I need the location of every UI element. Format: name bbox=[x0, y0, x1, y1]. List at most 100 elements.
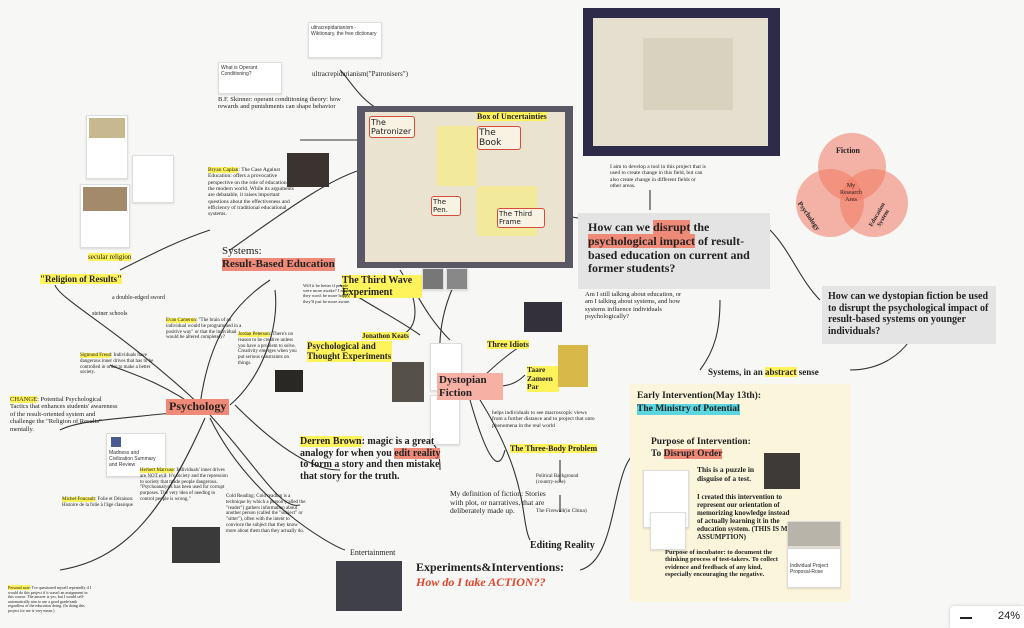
foucault-name: Michel Foucault bbox=[62, 497, 95, 502]
evan-text: : "The brain of an individual would be p… bbox=[166, 318, 242, 341]
notes-box-photo[interactable] bbox=[583, 8, 780, 156]
double-edged-sword-label: a double-edged sword bbox=[112, 295, 165, 301]
three-idiots-label[interactable]: Three Idiots bbox=[487, 340, 529, 350]
card-title: ultracrepidarianism - Wiktionary, the fr… bbox=[311, 25, 377, 37]
card-title: What is Operant Conditioning? bbox=[221, 65, 258, 77]
third-wave-thumb-1[interactable] bbox=[422, 268, 444, 290]
dystopia-portrait[interactable] bbox=[392, 362, 424, 402]
sa-abstract: abstract bbox=[765, 367, 797, 377]
proposal-thumb[interactable] bbox=[787, 521, 841, 547]
q1-psych-impact: psychological impact bbox=[588, 233, 695, 248]
sigmund-freud-note: Sigmund Freud: Individuals have dangerou… bbox=[80, 353, 160, 376]
result-based-education-label: Result-Based Education bbox=[222, 258, 335, 271]
proposal-card[interactable]: Individual Project Proposal-Rose bbox=[787, 548, 841, 588]
foucault-photo[interactable] bbox=[172, 527, 220, 563]
psych-thought-experiments-label[interactable]: Psychological and Thought Experiments bbox=[307, 341, 392, 362]
incubator-note: Purpose of incubator: to document the th… bbox=[665, 549, 778, 579]
third-wave-label[interactable]: The Third Wave Experiment bbox=[342, 275, 422, 298]
marcuse-text: : Individuals' inner drives are NOT evil… bbox=[140, 468, 228, 502]
venn-fiction-label: Fiction bbox=[836, 146, 860, 155]
derren-text-b: to form a story and then mistake that st… bbox=[300, 459, 440, 482]
zoom-level[interactable]: 24% bbox=[998, 610, 1021, 622]
skinner-note: B.F. Skinner: operant conditioning theor… bbox=[218, 96, 341, 111]
will-happy-note: Will it be better if people were more aw… bbox=[303, 283, 351, 304]
still-talking-note: Am I still talking about education, or a… bbox=[585, 291, 682, 321]
created-intervention-note: I created this intervention to represent… bbox=[697, 493, 793, 542]
evan-name: Evan Cameron bbox=[166, 318, 196, 323]
caplan-note: Bryan Caplan: The Case Against Education… bbox=[208, 167, 300, 218]
evan-cameron-note: Evan Cameron: "The brain of an individua… bbox=[166, 318, 250, 341]
caplan-name: Bryan Caplan bbox=[208, 167, 239, 173]
q1-part-e: of result-based education on current and… bbox=[588, 233, 750, 276]
board-label-book: The Book bbox=[477, 126, 521, 150]
venn-center-label: My Research Area bbox=[840, 183, 862, 203]
author-thumb bbox=[111, 437, 121, 447]
editing-reality-label: Editing Reality bbox=[530, 540, 595, 551]
firewall-label: The Firewall(in China) bbox=[536, 508, 587, 514]
taare-poster[interactable] bbox=[558, 345, 588, 387]
research-question-2-box[interactable] bbox=[822, 286, 996, 344]
q1-part-c: the bbox=[690, 220, 710, 234]
systems-abstract-label: Systems, in an abstract sense bbox=[708, 367, 819, 377]
jordan-photo[interactable] bbox=[275, 370, 303, 392]
systems-label: Systems: bbox=[222, 245, 262, 257]
operant-conditioning-card[interactable]: What is Operant Conditioning? bbox=[218, 62, 282, 94]
personal-note-name: Personal note bbox=[8, 585, 30, 590]
change-name: CHANGE bbox=[10, 396, 38, 403]
purpose-disrupt-label: To Disrupt Order bbox=[651, 449, 723, 460]
three-body-label[interactable]: The Three-Body Problem bbox=[510, 444, 598, 454]
jordan-text: : There's no reason to be creative unles… bbox=[238, 332, 297, 366]
puzzle-note: This is a puzzle in disguise of a test. bbox=[697, 465, 755, 483]
board-label-pen: The Pen. bbox=[431, 196, 461, 216]
change-text: : Potential Psychological Tactics that e… bbox=[10, 396, 118, 433]
aim-note: I aim to develop a tool in this project … bbox=[610, 164, 706, 189]
dystopian-fiction-node[interactable]: Dystopian Fiction bbox=[437, 373, 503, 401]
derren-highlight: edit reality bbox=[394, 447, 441, 459]
q1-disrupt: disrupt bbox=[653, 220, 691, 234]
painting-thumb bbox=[89, 118, 125, 138]
caplan-photo[interactable] bbox=[287, 153, 329, 187]
fiction-definition-note: My definition of fiction: Stories with p… bbox=[450, 489, 546, 516]
secular-religion-card-1[interactable] bbox=[86, 115, 128, 179]
board-label-frame: The Third Frame bbox=[497, 208, 545, 228]
notes-clip bbox=[643, 38, 733, 110]
freud-name: Sigmund Freud bbox=[80, 353, 111, 358]
action-question: How do I take ACTION?? bbox=[416, 575, 546, 589]
test-sheet-card-2[interactable] bbox=[650, 512, 686, 550]
sa-part-c: sense bbox=[796, 367, 819, 377]
taare-zameen-par-label[interactable]: Taare Zameen Par bbox=[527, 365, 559, 392]
derren-text-a: : magic is a great analogy for when you bbox=[300, 436, 435, 459]
early-intervention-label: Early Intervention(May 13th): bbox=[637, 391, 762, 401]
research-board-photo[interactable]: The Patronizer The Book The Pen. The Thi… bbox=[357, 106, 573, 268]
political-background-label: Political Background (country-wise) bbox=[536, 474, 579, 485]
psychology-node[interactable]: Psychology bbox=[166, 399, 230, 415]
secular-religion-card-3[interactable] bbox=[80, 184, 130, 248]
personal-note-text: : I've questioned myself repeatedly if I… bbox=[8, 585, 92, 613]
purpose-to: To bbox=[651, 449, 664, 459]
purpose-intervention-label: Purpose of Intervention: bbox=[651, 437, 751, 447]
caplan-text: : The Case Against Education: offers a p… bbox=[208, 167, 294, 218]
jonathon-keats-label: Jonathon Keats bbox=[362, 332, 409, 341]
zoom-out-button[interactable] bbox=[960, 617, 972, 619]
marcuse-name: Herbert Marcuse bbox=[140, 468, 174, 473]
card-title: Individual Project Proposal-Rose bbox=[790, 563, 829, 575]
jordan-peterson-note: Jordan Peterson: There's no reason to be… bbox=[238, 332, 300, 367]
three-idiots-photo[interactable] bbox=[524, 302, 562, 332]
zoom-control: 24% bbox=[950, 606, 1024, 628]
ultracrepidarianism-label: ultracrepidarianism("Patronisers") bbox=[312, 70, 408, 78]
secular-religion-card-2[interactable] bbox=[132, 155, 174, 203]
puzzle-photo[interactable] bbox=[764, 453, 800, 489]
box-of-uncertainties-label: Box of Uncertainties bbox=[477, 112, 547, 121]
painting-thumb bbox=[83, 187, 127, 211]
steiner-schools-label: steiner schools bbox=[92, 311, 128, 317]
q1-part-a: How can we bbox=[588, 220, 653, 234]
secular-religion-label: secular religion bbox=[88, 253, 132, 262]
change-note: CHANGE: Potential Psychological Tactics … bbox=[10, 396, 120, 433]
derren-name: Derren Brown bbox=[300, 436, 362, 447]
foucault-text: : Folie et Déraison: Histoire de la foli… bbox=[62, 497, 134, 508]
cold-reading-note: Cold Reading: Cold reading is a techniqu… bbox=[226, 494, 306, 534]
entertainment-photo[interactable] bbox=[336, 561, 402, 611]
ultracrepidarianism-card[interactable]: ultracrepidarianism - Wiktionary, the fr… bbox=[308, 22, 382, 58]
third-wave-thumb-2[interactable] bbox=[446, 268, 468, 290]
venn-system-circle bbox=[840, 169, 908, 237]
